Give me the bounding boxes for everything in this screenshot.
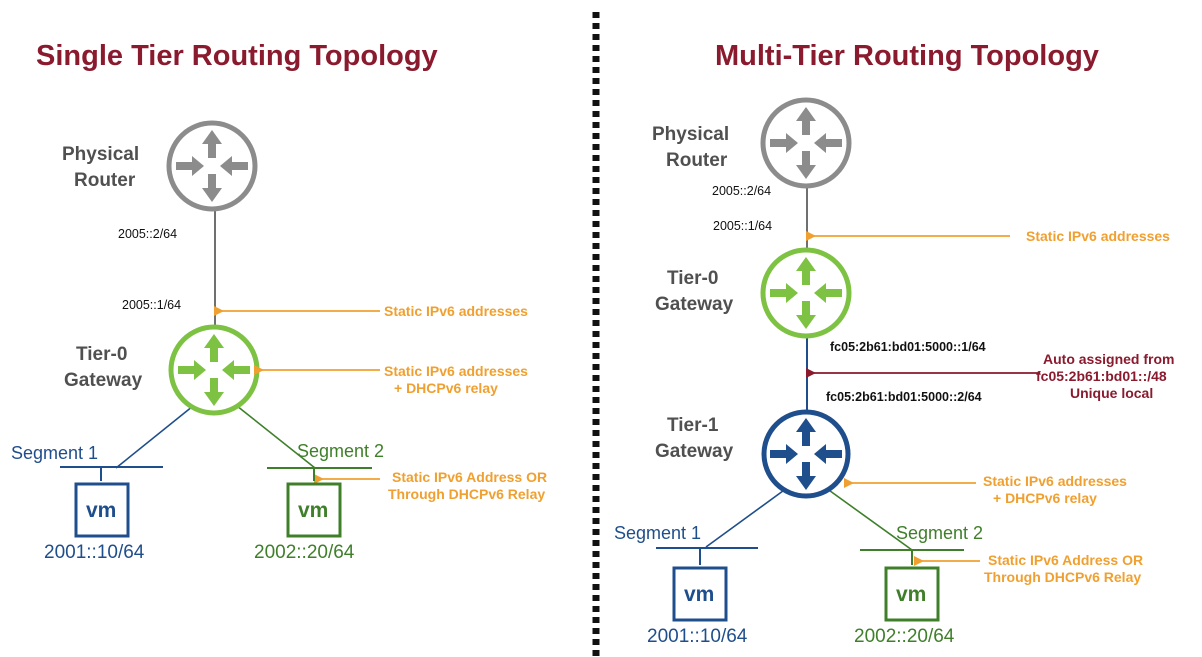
left-addr-bottom: 2005::1/64 <box>122 298 181 312</box>
right-addr-top: 2005::2/64 <box>712 184 771 198</box>
left-relay-note-1: Static IPv6 addresses <box>384 363 528 379</box>
left-vm1: vm <box>74 482 130 538</box>
left-ip1: 2001::10/64 <box>44 542 145 563</box>
right-segment-note-2: Through DHCPv6 Relay <box>984 569 1141 585</box>
right-addr-t0-down: fc05:2b61:bd01:5000::1/64 <box>830 340 986 354</box>
right-router-label-1: Physical <box>652 124 729 145</box>
left-tier0-gateway <box>168 324 260 416</box>
right-relay-note-1: Static IPv6 addresses <box>983 473 1127 489</box>
left-segment1-label: Segment 1 <box>11 443 98 463</box>
right-auto-note-3: Unique local <box>1070 385 1153 401</box>
left-seg2-link <box>231 401 316 469</box>
left-addr-top: 2005::2/64 <box>118 227 177 241</box>
right-addr-t1-up: fc05:2b61:bd01:5000::2/64 <box>826 390 982 404</box>
right-static-note: Static IPv6 addresses <box>1026 228 1170 244</box>
right-segment2-label: Segment 2 <box>896 523 983 543</box>
left-title: Single Tier Routing Topology <box>36 40 438 72</box>
left-segment2-label: Segment 2 <box>297 441 384 461</box>
left-physical-router <box>166 120 258 212</box>
right-t1-label-1: Tier-1 <box>667 415 719 436</box>
left-vm1-label: vm <box>86 499 116 522</box>
right-tier0-gateway <box>760 247 852 339</box>
left-t0-label-2: Gateway <box>64 370 143 391</box>
right-vm1-label: vm <box>684 583 714 606</box>
right-seg2-link <box>825 487 913 551</box>
right-vm2-label: vm <box>896 583 926 606</box>
left-ip2: 2002::20/64 <box>254 542 355 563</box>
left-router-label-1: Physical <box>62 144 139 165</box>
right-tier1-gateway <box>761 409 851 499</box>
left-static-note: Static IPv6 addresses <box>384 303 528 319</box>
left-vm2-label: vm <box>298 499 328 522</box>
left-segment-note-1: Static IPv6 Address OR <box>392 469 547 485</box>
right-auto-note-1: Auto assigned from <box>1043 351 1174 367</box>
right-t1-label-2: Gateway <box>655 441 734 462</box>
left-segment-note-2: Through DHCPv6 Relay <box>388 486 545 502</box>
left-router-label-2: Router <box>74 170 136 191</box>
left-vm2: vm <box>286 482 342 538</box>
right-t0-label-1: Tier-0 <box>667 268 718 289</box>
right-vm2: vm <box>884 566 940 622</box>
right-seg1-link <box>705 487 788 548</box>
right-segment1-label: Segment 1 <box>614 523 701 543</box>
right-vm1: vm <box>672 566 728 622</box>
left-seg1-link <box>115 401 199 469</box>
right-relay-note-2: + DHCPv6 relay <box>993 490 1097 506</box>
right-t0-label-2: Gateway <box>655 294 734 315</box>
right-addr-bottom: 2005::1/64 <box>713 219 772 233</box>
right-segment-note-1: Static IPv6 Address OR <box>988 552 1143 568</box>
left-relay-note-2: + DHCPv6 relay <box>394 380 498 396</box>
right-ip2: 2002::20/64 <box>854 626 955 647</box>
right-physical-router <box>760 97 852 189</box>
right-router-label-2: Router <box>666 150 728 171</box>
right-auto-note-2: fc05:2b61:bd01::/48 <box>1036 368 1167 384</box>
right-title: Multi-Tier Routing Topology <box>715 40 1099 72</box>
left-t0-label-1: Tier-0 <box>76 344 127 365</box>
right-ip1: 2001::10/64 <box>647 626 748 647</box>
